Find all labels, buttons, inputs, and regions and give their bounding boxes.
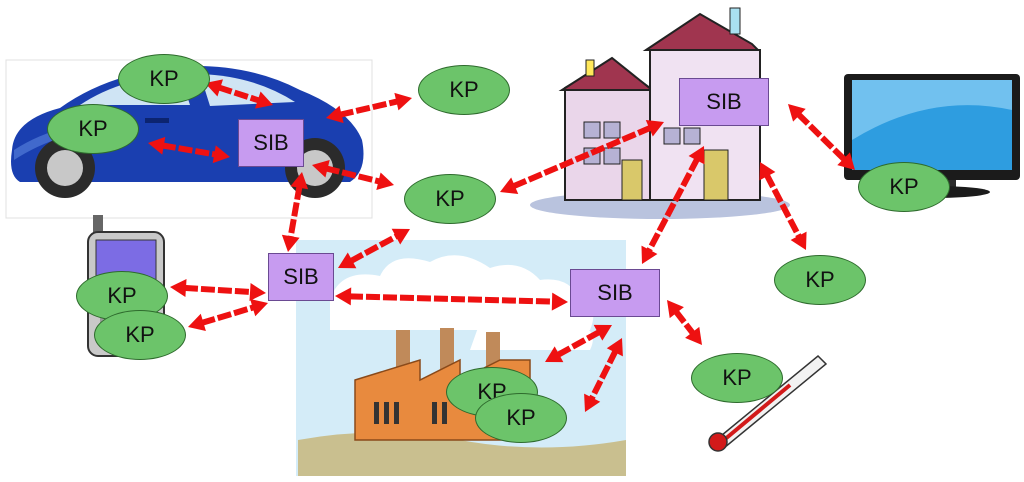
kp-center: KP: [404, 174, 496, 224]
bidirectional-arrow: [788, 104, 855, 170]
kp-phone-lower: KP: [94, 310, 186, 360]
sib-house: SIB: [679, 78, 769, 126]
bidirectional-arrow: [338, 228, 410, 269]
bidirectional-arrow: [326, 92, 412, 124]
kp-monitor: KP: [858, 162, 950, 212]
kp-factory-lower: KP: [475, 393, 567, 443]
sib-car: SIB: [238, 119, 304, 167]
bidirectional-arrow: [500, 120, 664, 194]
kp-thermometer: KP: [691, 353, 783, 403]
kp-car-left: KP: [47, 104, 139, 154]
factory-icon: [296, 240, 626, 476]
kp-car-top: KP: [118, 54, 210, 104]
houses-icon: [530, 7, 790, 220]
kp-right: KP: [774, 255, 866, 305]
bidirectional-arrow: [312, 160, 394, 190]
bidirectional-arrow: [545, 324, 612, 363]
bidirectional-arrow: [281, 172, 309, 252]
bidirectional-arrow: [170, 279, 266, 301]
kp-top-middle: KP: [418, 65, 510, 115]
bidirectional-arrow: [641, 146, 705, 264]
connection-arrows: [148, 79, 855, 412]
sib-factory: SIB: [570, 269, 660, 317]
bidirectional-arrow: [584, 338, 623, 412]
bidirectional-arrow: [148, 136, 230, 164]
bidirectional-arrow: [335, 287, 568, 311]
bidirectional-arrow: [759, 162, 807, 250]
sib-phone: SIB: [268, 253, 334, 301]
bidirectional-arrow: [205, 79, 273, 109]
bidirectional-arrow: [188, 298, 268, 332]
bidirectional-arrow: [667, 300, 702, 345]
